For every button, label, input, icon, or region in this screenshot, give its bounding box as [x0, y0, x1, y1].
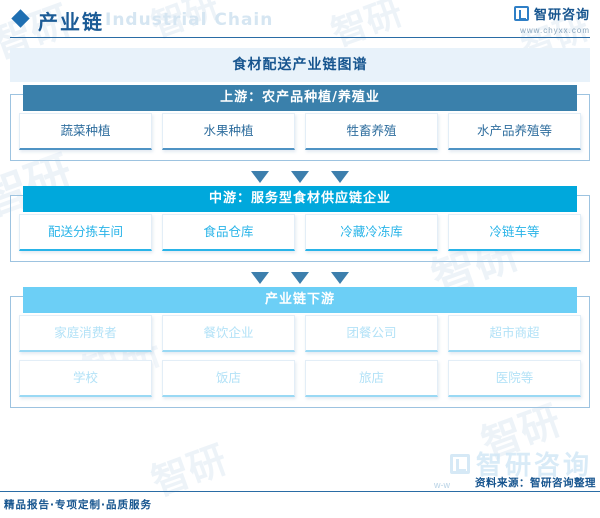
upstream-row-1: 蔬菜种植 水果种植 牲畜养殖 水产品养殖等: [19, 113, 581, 150]
connector-arrows-upper: [10, 171, 590, 183]
brand-mark-icon: [449, 453, 470, 474]
footer-ww-mark: w-w: [434, 480, 450, 490]
header-divider: [10, 37, 590, 38]
page-header: Industrial Chain 产业链 智研咨询 www.chyxx.com: [0, 0, 600, 40]
midstream-row-1: 配送分拣车间 食品仓库 冷藏冷冻库 冷链车等: [19, 214, 581, 251]
band-upstream: 上游：农产品种植/养殖业: [23, 85, 577, 111]
arrow-down-icon: [331, 171, 349, 183]
node-box[interactable]: 配送分拣车间: [19, 214, 152, 251]
footer-tagline: 精品报告·专项定制·品质服务: [4, 499, 152, 511]
node-box[interactable]: 水产品养殖等: [448, 113, 581, 150]
brand-logo: 智研咨询 www.chyxx.com: [513, 4, 590, 35]
brand-url: www.chyxx.com: [520, 26, 590, 35]
node-box[interactable]: 水果种植: [162, 113, 295, 150]
arrow-down-icon: [291, 272, 309, 284]
node-box[interactable]: 学校: [19, 360, 152, 397]
node-box[interactable]: 家庭消费者: [19, 315, 152, 352]
node-box[interactable]: 饭店: [162, 360, 295, 397]
arrow-down-icon: [331, 272, 349, 284]
node-box[interactable]: 食品仓库: [162, 214, 295, 251]
section-upstream: 上游：农产品种植/养殖业 蔬菜种植 水果种植 牲畜养殖 水产品养殖等: [10, 85, 590, 161]
section-midstream: 中游：服务型食材供应链企业 配送分拣车间 食品仓库 冷藏冷冻库 冷链车等: [10, 186, 590, 262]
arrow-down-icon: [291, 171, 309, 183]
figure-title: 食材配送产业链图谱: [10, 48, 590, 82]
arrow-down-icon: [251, 272, 269, 284]
node-box[interactable]: 医院等: [448, 360, 581, 397]
band-midstream: 中游：服务型食材供应链企业: [23, 186, 577, 212]
footer-divider: [0, 491, 600, 492]
node-box[interactable]: 团餐公司: [305, 315, 438, 352]
industry-chain-card: 食材配送产业链图谱 上游：农产品种植/养殖业 蔬菜种植 水果种植 牲畜养殖 水产…: [10, 48, 590, 408]
watermark-tile: 智研: [145, 437, 233, 505]
header-subtitle-watermark: Industrial Chain: [105, 10, 274, 30]
arrow-down-icon: [251, 171, 269, 183]
source-note: 资料来源：智研咨询整理: [475, 477, 596, 489]
node-box[interactable]: 蔬菜种植: [19, 113, 152, 150]
node-box[interactable]: 餐饮企业: [162, 315, 295, 352]
node-box[interactable]: 冷藏冷冻库: [305, 214, 438, 251]
node-box[interactable]: 超市商超: [448, 315, 581, 352]
node-box[interactable]: 冷链车等: [448, 214, 581, 251]
node-box[interactable]: 旅店: [305, 360, 438, 397]
node-box[interactable]: 牲畜养殖: [305, 113, 438, 150]
brand-mark-icon: [513, 6, 529, 21]
diamond-icon: [11, 9, 30, 28]
page-title: 产业链: [38, 10, 104, 34]
section-downstream: 产业链下游 家庭消费者 餐饮企业 团餐公司 超市商超 学校 饭店 旅店 医院等: [10, 287, 590, 408]
connector-arrows-lower: [10, 272, 590, 284]
downstream-row-1: 家庭消费者 餐饮企业 团餐公司 超市商超: [19, 315, 581, 352]
downstream-row-2: 学校 饭店 旅店 医院等: [19, 360, 581, 397]
band-downstream: 产业链下游: [23, 287, 577, 313]
brand-name: 智研咨询: [533, 8, 590, 23]
